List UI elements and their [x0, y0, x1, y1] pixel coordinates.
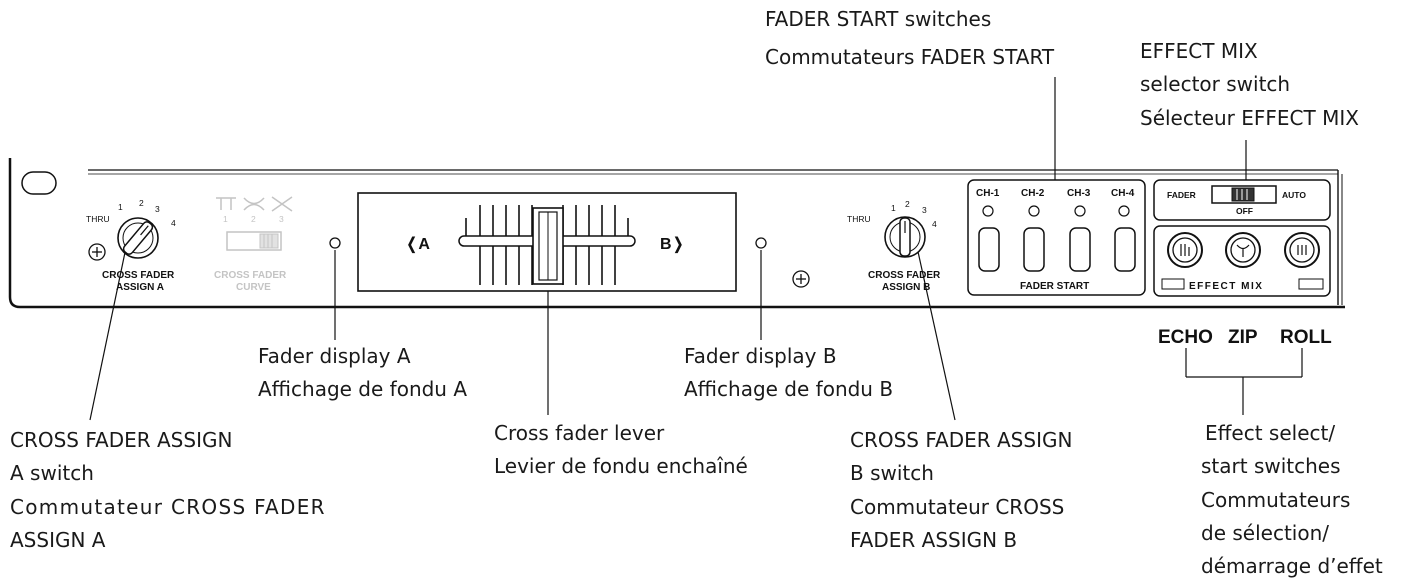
svg-text:CROSS FADER ASSIGN: CROSS FADER ASSIGN — [10, 428, 232, 452]
svg-text:ASSIGN B: ASSIGN B — [882, 282, 930, 293]
svg-text:B switch: B switch — [850, 461, 934, 485]
svg-text:Fader display A: Fader display A — [258, 344, 411, 368]
svg-text:2: 2 — [251, 214, 256, 224]
callout-effect-mix: EFFECT MIX selector switch Sélecteur EFF… — [1140, 39, 1359, 130]
roll-button[interactable] — [1284, 232, 1320, 268]
svg-text:3: 3 — [155, 204, 160, 214]
svg-text:Commutateur CROSS: Commutateur CROSS — [850, 495, 1064, 519]
zip-button[interactable] — [1225, 232, 1261, 268]
svg-text:CURVE: CURVE — [236, 282, 271, 293]
fader-start-led — [1028, 205, 1040, 217]
fader-start-led — [1118, 205, 1130, 217]
svg-text:ECHO: ECHO — [1158, 327, 1213, 348]
svg-text:2: 2 — [905, 199, 910, 209]
svg-text:Commutateurs: Commutateurs — [1201, 488, 1350, 512]
svg-text:3: 3 — [279, 214, 284, 224]
callout-fader-display-b: Fader display B Affichage de fondu B — [684, 344, 893, 401]
svg-text:1: 1 — [118, 202, 123, 212]
fader-start-ch3-button[interactable] — [1069, 227, 1091, 272]
svg-text:B❭: B❭ — [660, 236, 685, 254]
effect-labels: ECHO ZIP ROLL — [1158, 327, 1332, 348]
svg-text:A switch: A switch — [10, 461, 94, 485]
svg-text:CROSS FADER: CROSS FADER — [214, 270, 287, 281]
cross-fader-curve-switch[interactable]: 1 2 3 CROSS FADER CURVE — [214, 196, 293, 293]
fader-start-section: CH-1 CH-2 CH-3 CH-4 FADER START — [967, 179, 1146, 296]
roll-icon — [1297, 245, 1307, 255]
svg-text:THRU: THRU — [86, 214, 110, 224]
svg-text:4: 4 — [932, 219, 937, 229]
svg-text:FADER START: FADER START — [1020, 281, 1089, 292]
callout-cross-fader-lever: Cross fader lever Levier de fondu enchaî… — [494, 421, 748, 478]
fader-start-led — [1074, 205, 1086, 217]
svg-text:selector switch: selector switch — [1140, 72, 1290, 96]
svg-text:Cross fader lever: Cross fader lever — [494, 421, 665, 445]
svg-text:AUTO: AUTO — [1282, 190, 1306, 200]
screw-icon — [88, 243, 106, 261]
cross-fader-assign-b-knob[interactable]: THRU 1 2 3 4 CROSS FADER ASSIGN B — [847, 199, 941, 293]
svg-text:3: 3 — [922, 205, 927, 215]
svg-text:OFF: OFF — [1236, 206, 1253, 216]
callout-fader-display-a: Fader display A Affichage de fondu A — [258, 344, 467, 401]
callout-effect-select: Effect select/ start switches Commutateu… — [1201, 421, 1383, 578]
svg-text:CH-3: CH-3 — [1067, 188, 1091, 199]
svg-text:Commutateur CROSS FADER: Commutateur CROSS FADER — [10, 495, 326, 519]
svg-text:FADER START switches: FADER START switches — [765, 7, 991, 31]
echo-icon — [1180, 244, 1190, 256]
svg-text:2: 2 — [139, 198, 144, 208]
svg-text:THRU: THRU — [847, 214, 871, 224]
callout-fader-start: FADER START switches Commutateurs FADER … — [765, 7, 1055, 69]
svg-text:ASSIGN A: ASSIGN A — [10, 528, 106, 552]
svg-text:❬A: ❬A — [405, 236, 430, 254]
svg-text:CH-1: CH-1 — [976, 188, 1000, 199]
echo-button[interactable] — [1167, 232, 1203, 268]
svg-text:1: 1 — [891, 203, 896, 213]
svg-text:CH-2: CH-2 — [1021, 188, 1045, 199]
svg-text:FADER: FADER — [1167, 190, 1196, 200]
svg-text:Fader display B: Fader display B — [684, 344, 837, 368]
svg-text:EFFECT MIX: EFFECT MIX — [1189, 281, 1263, 292]
panel-slot-icon — [21, 171, 57, 195]
cross-fader-assign-a-knob[interactable]: THRU 1 2 3 4 CROSS FADER ASSIGN A — [86, 198, 176, 293]
svg-text:ASSIGN A: ASSIGN A — [116, 282, 164, 293]
fader-display-b-led — [755, 237, 767, 249]
fader-start-ch4-button[interactable] — [1114, 227, 1136, 272]
svg-text:1: 1 — [223, 214, 228, 224]
svg-text:Affichage de fondu B: Affichage de fondu B — [684, 377, 893, 401]
cross-fader-lever[interactable] — [532, 207, 564, 285]
svg-text:CH-4: CH-4 — [1111, 188, 1135, 199]
svg-text:CROSS FADER: CROSS FADER — [102, 270, 175, 281]
svg-text:CROSS FADER: CROSS FADER — [868, 270, 941, 281]
effect-mix-selector-switch[interactable] — [1211, 185, 1277, 204]
svg-text:start switches: start switches — [1201, 454, 1341, 478]
mixer-panel — [8, 158, 1345, 309]
svg-text:Sélecteur EFFECT MIX: Sélecteur EFFECT MIX — [1140, 106, 1359, 130]
zip-icon — [1236, 244, 1250, 257]
svg-text:ROLL: ROLL — [1280, 327, 1332, 348]
screw-icon — [792, 270, 810, 288]
svg-text:Affichage de fondu A: Affichage de fondu A — [258, 377, 467, 401]
svg-text:de sélection/: de sélection/ — [1201, 521, 1329, 545]
svg-text:Levier de fondu enchaîné: Levier de fondu enchaîné — [494, 454, 748, 478]
svg-text:Commutateurs FADER START: Commutateurs FADER START — [765, 45, 1055, 69]
svg-text:ZIP: ZIP — [1228, 327, 1258, 348]
callout-assign-a: CROSS FADER ASSIGN A switch Commutateur … — [10, 428, 326, 552]
fader-start-ch2-button[interactable] — [1023, 227, 1045, 272]
svg-text:Effect select/: Effect select/ — [1205, 421, 1335, 445]
svg-text:démarrage d’effet: démarrage d’effet — [1201, 554, 1383, 578]
svg-text:FADER ASSIGN B: FADER ASSIGN B — [850, 528, 1017, 552]
fader-display-a-led — [329, 237, 341, 249]
svg-text:4: 4 — [171, 218, 176, 228]
fader-start-ch1-button[interactable] — [978, 227, 1000, 272]
svg-text:CROSS FADER ASSIGN: CROSS FADER ASSIGN — [850, 428, 1072, 452]
fader-start-led — [982, 205, 994, 217]
callout-assign-b: CROSS FADER ASSIGN B switch Commutateur … — [850, 428, 1072, 552]
svg-text:EFFECT MIX: EFFECT MIX — [1140, 39, 1258, 63]
